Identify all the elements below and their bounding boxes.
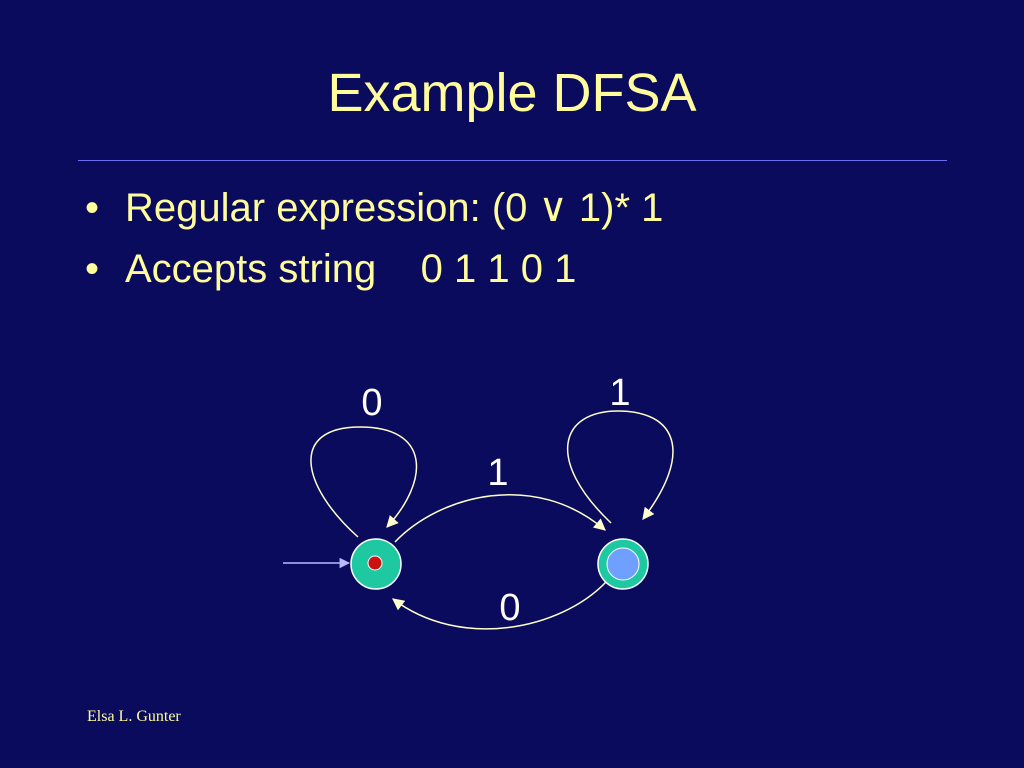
transition-start-to-accept — [394, 494, 606, 543]
bullet-text: Accepts string 0 1 1 0 1 — [125, 247, 577, 291]
title-divider — [78, 160, 947, 161]
bullet-item: • Regular expression: (0 ∨ 1)* 1 — [85, 180, 663, 241]
start-state-marker-icon — [367, 555, 383, 571]
transition-label-accept-loop: 1 — [609, 372, 630, 414]
bullet-text: Regular expression: (0 ∨ 1)* 1 — [125, 186, 664, 230]
state-accept — [597, 538, 649, 590]
transition-label-start-to-accept: 1 — [487, 452, 508, 494]
footer-author: Elsa L. Gunter — [87, 708, 181, 725]
state-start — [350, 538, 402, 590]
slide-title: Example DFSA — [327, 63, 697, 123]
transition-label-accept-to-start: 0 — [499, 587, 520, 629]
bullet-marker: • — [85, 247, 100, 291]
accepting-state-marker-icon — [606, 547, 640, 581]
transition-self-loop-start — [310, 426, 418, 538]
transition-label-start-loop: 0 — [361, 382, 382, 424]
bullet-list: • Regular expression: (0 ∨ 1)* 1 • Accepts… — [85, 180, 663, 302]
bullet-marker: • — [85, 186, 100, 230]
transition-self-loop-accept — [566, 410, 674, 524]
bullet-item: • Accepts string 0 1 1 0 1 — [85, 241, 663, 302]
transition-accept-to-start — [392, 581, 607, 630]
